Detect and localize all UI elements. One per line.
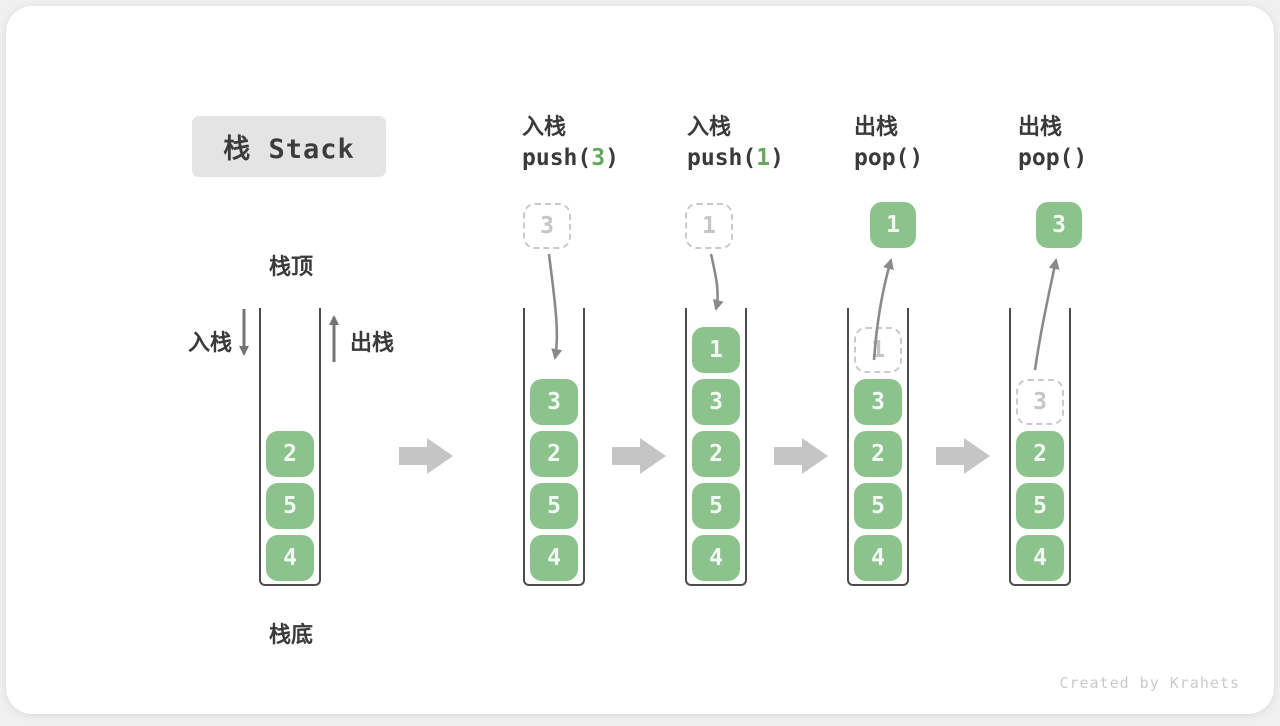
stack-bottom-label: 栈底 xyxy=(268,622,313,647)
stack-cell: 2 xyxy=(266,431,314,477)
ghost-cell: 1 xyxy=(854,327,902,373)
popped-cell: 1 xyxy=(870,202,916,248)
code-pre: pop( xyxy=(1018,145,1074,171)
stack-cell: 3 xyxy=(530,379,578,425)
step1-label-cn: 入栈 xyxy=(522,114,567,139)
floating-dashed-cell: 3 xyxy=(523,203,571,249)
step2-label-cn: 入栈 xyxy=(687,114,732,139)
stack-cell: 2 xyxy=(530,431,578,477)
stack-cell: 1 xyxy=(692,327,740,373)
pop-side-label: 出栈 xyxy=(350,330,395,355)
step3-label-cn: 出栈 xyxy=(854,114,899,139)
code-pre: push( xyxy=(522,145,592,171)
code-pre: pop( xyxy=(854,145,910,171)
stack-cell: 3 xyxy=(692,379,740,425)
step4-label-cn: 出栈 xyxy=(1018,114,1063,139)
stack-cell: 4 xyxy=(692,535,740,581)
diagram-title-text: 栈 Stack xyxy=(223,134,355,165)
code-post: ) xyxy=(605,145,619,171)
stack-cell: 5 xyxy=(854,483,902,529)
step3-code: pop() xyxy=(854,145,923,177)
stack-cell: 4 xyxy=(854,535,902,581)
next-step-chevron-icon xyxy=(774,438,828,474)
stack-cell: 5 xyxy=(266,483,314,529)
stack-cell: 2 xyxy=(692,431,740,477)
stack-cell: 5 xyxy=(530,483,578,529)
stack-cell: 5 xyxy=(1016,483,1064,529)
code-arg: 1 xyxy=(756,145,771,171)
arrows-layer xyxy=(239,253,1060,474)
code-post: ) xyxy=(770,145,784,171)
code-pre: push( xyxy=(687,145,757,171)
stack-cell: 4 xyxy=(266,535,314,581)
code-post: ) xyxy=(1073,145,1088,171)
floating-dashed-cell: 1 xyxy=(685,203,733,249)
diagram-title: 栈 Stack xyxy=(192,116,386,177)
step1-code: push(3) xyxy=(522,145,619,177)
code-arg: 3 xyxy=(591,145,606,171)
popped-cell: 3 xyxy=(1036,202,1082,248)
diagram-canvas: 栈 Stack 入栈 push(3) 入栈 push(1) 出栈 pop() 出… xyxy=(6,6,1274,714)
push-side-label: 入栈 xyxy=(188,330,233,355)
push-arrow-step2 xyxy=(709,253,724,311)
step4-code: pop() xyxy=(1018,145,1087,177)
stack-cell: 3 xyxy=(854,379,902,425)
next-step-chevron-icon xyxy=(612,438,666,474)
next-step-chevron-icon xyxy=(399,438,453,474)
ghost-cell: 3 xyxy=(1016,379,1064,425)
stack-cell: 4 xyxy=(530,535,578,581)
code-post: ) xyxy=(909,145,924,171)
stack-top-label: 栈顶 xyxy=(268,254,313,279)
stack-cell: 4 xyxy=(1016,535,1064,581)
stack-cell: 2 xyxy=(854,431,902,477)
next-step-chevron-icon xyxy=(936,438,990,474)
stack-cell: 5 xyxy=(692,483,740,529)
watermark: Created by Krahets xyxy=(1059,674,1240,692)
stack-cell: 2 xyxy=(1016,431,1064,477)
step2-code: push(1) xyxy=(687,145,784,177)
